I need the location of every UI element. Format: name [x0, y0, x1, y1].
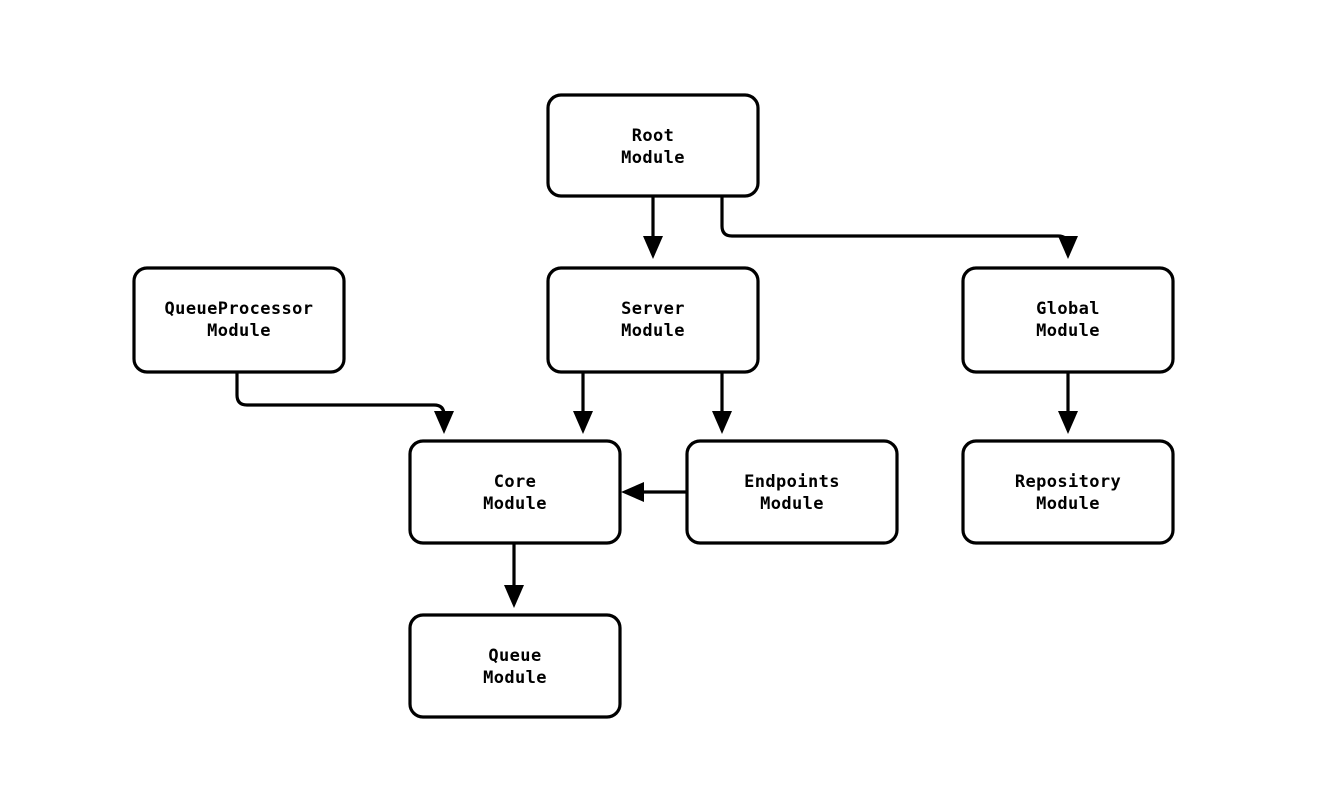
node-queue-label-line2: Module	[483, 668, 547, 688]
node-global[interactable]: Global Module	[961, 266, 1175, 374]
node-global-label-line2: Module	[1036, 321, 1100, 341]
arrowhead-icon	[434, 411, 454, 434]
arrowhead-icon	[573, 411, 593, 434]
edge-core-to-queue	[504, 544, 524, 608]
node-queueprocessor-label-line2: Module	[207, 321, 271, 341]
node-core-label-line2: Module	[483, 494, 547, 514]
node-repository-label-line1: Repository	[1015, 472, 1121, 492]
arrowhead-icon	[643, 236, 663, 259]
node-server-label-line2: Module	[621, 321, 685, 341]
node-core-label-line1: Core	[494, 472, 537, 492]
node-queue[interactable]: Queue Module	[408, 613, 622, 719]
node-global-label-line1: Global	[1036, 299, 1100, 319]
node-queue-label-line1: Queue	[488, 646, 541, 666]
edge-endpoints-to-core	[621, 482, 686, 502]
arrowhead-icon	[621, 482, 644, 502]
node-queue-box[interactable]	[408, 613, 622, 719]
edges-layer	[235, 196, 1078, 608]
node-endpoints[interactable]: Endpoints Module	[685, 439, 899, 545]
node-server[interactable]: Server Module	[546, 266, 760, 374]
node-queueprocessor-box[interactable]	[132, 266, 346, 374]
node-root-box[interactable]	[546, 93, 760, 198]
edge-root-to-server	[643, 196, 663, 259]
edge-global-to-repository	[1058, 373, 1078, 434]
arrowhead-icon	[1058, 411, 1078, 434]
node-endpoints-box[interactable]	[685, 439, 899, 545]
node-core[interactable]: Core Module	[408, 439, 622, 545]
node-core-box[interactable]	[408, 439, 622, 545]
arrowhead-icon	[712, 411, 732, 434]
arrowhead-icon	[504, 585, 524, 608]
node-global-box[interactable]	[961, 266, 1175, 374]
node-repository-box[interactable]	[961, 439, 1175, 545]
node-endpoints-label-line1: Endpoints	[744, 472, 840, 492]
node-repository[interactable]: Repository Module	[961, 439, 1175, 545]
node-root-label-line1: Root	[632, 126, 675, 146]
edge-root-to-global	[720, 196, 1078, 259]
nodes-layer: Root Module QueueProcessor Module Server…	[132, 93, 1175, 719]
edge-server-to-endpoints	[712, 373, 732, 434]
node-root[interactable]: Root Module	[546, 93, 760, 198]
edge-server-to-core	[573, 373, 593, 434]
edge-queueprocessor-to-core	[235, 373, 454, 434]
node-root-label-line2: Module	[621, 148, 685, 168]
arrowhead-icon	[1058, 236, 1078, 259]
node-server-box[interactable]	[546, 266, 760, 374]
node-server-label-line1: Server	[621, 299, 685, 319]
node-queueprocessor-label-line1: QueueProcessor	[165, 299, 314, 319]
node-endpoints-label-line2: Module	[760, 494, 824, 514]
node-queueprocessor[interactable]: QueueProcessor Module	[132, 266, 346, 374]
node-repository-label-line2: Module	[1036, 494, 1100, 514]
